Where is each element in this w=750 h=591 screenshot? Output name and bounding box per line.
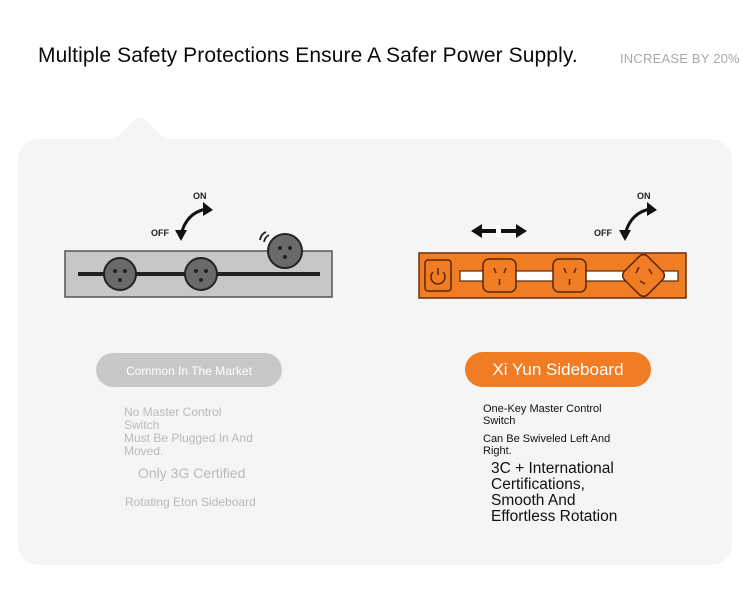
switch-off-label: OFF (594, 228, 612, 238)
socket-icon (482, 258, 517, 293)
swivel-left-right-icon (471, 224, 527, 238)
left-feature-2: Must Be Plugged In And Moved. (124, 431, 253, 458)
left-feature-1: No Master Control Switch (124, 405, 222, 432)
switch-on-label: ON (637, 191, 651, 201)
master-power-button-icon (424, 259, 452, 292)
xiyun-sideboard-label: Xi Yun Sideboard (465, 352, 651, 387)
left-feature-4: Rotating Eton Sideboard (125, 495, 256, 509)
left-feature-3: Only 3G Certified (138, 465, 246, 481)
switch-off-label: OFF (151, 228, 169, 238)
switch-on-label: ON (193, 191, 207, 201)
right-feature-2: Can Be Swiveled Left And Right. (483, 433, 611, 457)
rotate-arrow-icon (175, 202, 213, 241)
page-title: Multiple Safety Protections Ensure A Saf… (38, 44, 578, 67)
xiyun-power-strip-illustration: ON OFF (418, 191, 687, 299)
raised-socket-icon (259, 231, 303, 269)
socket-icon (184, 257, 218, 291)
right-feature-1: One-Key Master Control Switch (483, 403, 602, 427)
rotated-socket-icon (621, 253, 666, 298)
socket-icon (552, 258, 587, 293)
card-notch (100, 118, 180, 144)
increase-badge: INCREASE BY 20% (620, 51, 740, 66)
common-market-label: Common In The Market (96, 353, 282, 387)
right-feature-4: Smooth And Effortless Rotation (491, 492, 618, 526)
common-power-strip-illustration: ON OFF (64, 191, 333, 298)
socket-icon (103, 257, 137, 291)
right-feature-3: 3C + International Certifications, (491, 460, 614, 494)
rotate-arrow-icon (619, 202, 657, 241)
